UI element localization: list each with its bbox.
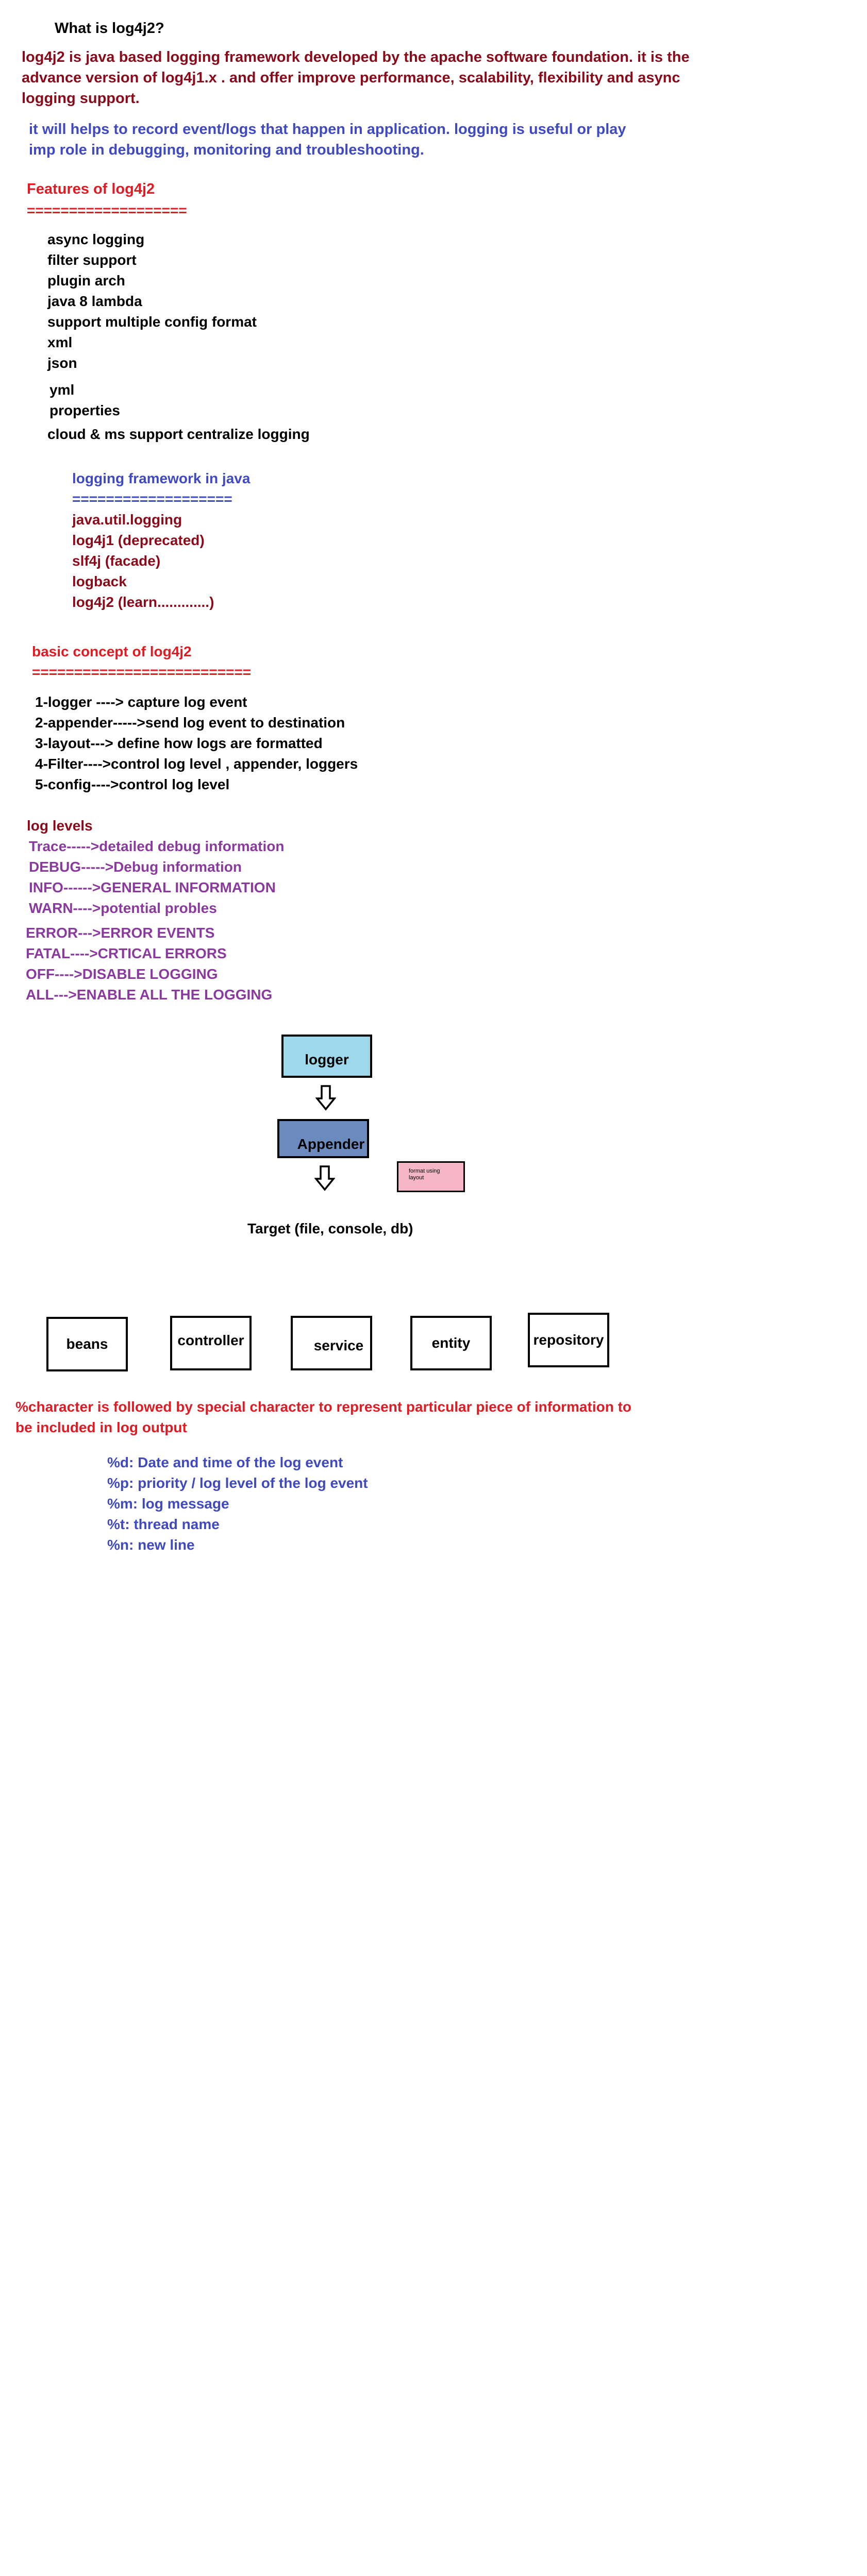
page-title: What is log4j2? [55, 20, 164, 37]
feature-item: cloud & ms support centralize logging [47, 426, 310, 442]
feature-item: plugin arch [47, 273, 125, 289]
concept-item: 3-layout---> define how logs are formatt… [35, 735, 323, 751]
level-item: FATAL---->CRTICAL ERRORS [26, 945, 227, 961]
intro-line-3: logging support. [22, 90, 140, 107]
feature-item: xml [47, 334, 73, 350]
layer-label: beans [66, 1336, 108, 1352]
layer-box-service: service [291, 1316, 372, 1370]
concepts-underline: ========================== [32, 664, 252, 680]
pattern-intro-line-1: %character is followed by special charac… [15, 1399, 632, 1415]
framework-item: log4j1 (deprecated) [72, 532, 205, 548]
intro-line-1: log4j2 is java based logging framework d… [22, 49, 690, 65]
frameworks-heading: logging framework in java [72, 470, 251, 486]
concept-item: 5-config---->control log level [35, 776, 230, 792]
layer-label: service [313, 1337, 364, 1353]
layer-box-beans: beans [46, 1317, 128, 1371]
framework-item: java.util.logging [72, 512, 182, 528]
feature-item: properties [49, 402, 120, 418]
layer-box-entity: entity [410, 1316, 492, 1370]
down-arrow-icon [315, 1085, 336, 1111]
concepts-heading: basic concept of log4j2 [32, 643, 192, 659]
features-underline: =================== [27, 202, 187, 218]
pattern-item: %t: thread name [107, 1516, 220, 1532]
feature-item: yml [49, 382, 75, 398]
feature-item: java 8 lambda [47, 293, 142, 309]
level-item: WARN---->potential probles [29, 900, 217, 916]
logger-box: logger [281, 1035, 372, 1078]
frameworks-underline: =================== [72, 491, 232, 507]
target-label: Target (file, console, db) [247, 1221, 413, 1236]
layer-box-controller: controller [170, 1316, 252, 1370]
pattern-item: %n: new line [107, 1537, 195, 1553]
purpose-line-1: it will helps to record event/logs that … [29, 121, 626, 138]
level-item: ALL--->ENABLE ALL THE LOGGING [26, 987, 273, 1003]
intro-line-2: advance version of log4j1.x . and offer … [22, 70, 680, 86]
level-item: OFF---->DISABLE LOGGING [26, 966, 218, 982]
framework-item: slf4j (facade) [72, 553, 161, 569]
layer-label: controller [177, 1332, 244, 1348]
feature-item: json [47, 355, 77, 371]
purpose-line-2: imp role in debugging, monitoring and tr… [29, 142, 424, 158]
pattern-item: %m: log message [107, 1496, 229, 1512]
concept-item: 2-appender----->send log event to destin… [35, 715, 345, 731]
logger-label: logger [305, 1052, 349, 1067]
appender-label: Appender [297, 1136, 365, 1152]
framework-item: logback [72, 573, 127, 589]
concept-item: 4-Filter---->control log level , appende… [35, 756, 358, 772]
layout-note: format using layout [397, 1161, 465, 1192]
down-arrow-icon [314, 1165, 335, 1191]
level-item: Trace----->detailed debug information [29, 838, 285, 854]
framework-item: log4j2 (learn.............) [72, 594, 214, 610]
pattern-intro-line-2: be included in log output [15, 1419, 187, 1435]
layer-box-repository: repository [528, 1313, 609, 1367]
layer-label: entity [431, 1335, 471, 1351]
layer-label: repository [533, 1332, 604, 1348]
level-item: DEBUG----->Debug information [29, 859, 242, 875]
level-item: ERROR--->ERROR EVENTS [26, 925, 215, 941]
level-item: INFO------>GENERAL INFORMATION [29, 879, 276, 895]
feature-item: filter support [47, 252, 137, 268]
layout-note-label: format using layout [409, 1168, 440, 1181]
pattern-item: %p: priority / log level of the log even… [107, 1475, 368, 1491]
concept-item: 1-logger ----> capture log event [35, 694, 247, 710]
pattern-item: %d: Date and time of the log event [107, 1454, 343, 1470]
levels-heading: log levels [27, 818, 93, 834]
appender-box: Appender [277, 1119, 369, 1158]
features-heading: Features of log4j2 [27, 181, 155, 197]
feature-item: support multiple config format [47, 314, 257, 330]
feature-item: async logging [47, 231, 145, 247]
